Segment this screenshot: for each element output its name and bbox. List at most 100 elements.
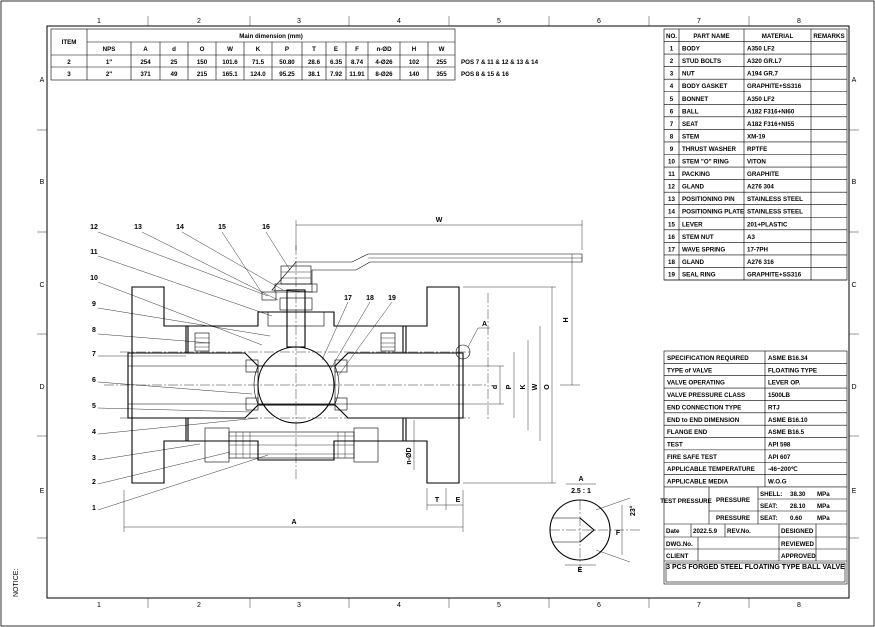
dim-e: E — [456, 497, 461, 504]
part-no: 5 — [670, 96, 674, 103]
dim-col-header: n-ØD — [376, 46, 392, 53]
unit-label: MPa — [817, 503, 830, 510]
col-label: 7 — [697, 18, 701, 25]
spec-value: FLOATING TYPE — [768, 367, 817, 374]
detail-scale: 2.5 : 1 — [571, 488, 591, 495]
main-dimension-header: Main dimension (mm) — [239, 33, 303, 40]
detail-a-view: A 2.5 : 1 23° F E — [549, 476, 640, 574]
part-no: 7 — [670, 121, 674, 128]
dim-cell: 28.6 — [308, 59, 321, 66]
spec-label: END to END DIMENSION — [667, 417, 740, 424]
date-label: Date — [666, 528, 680, 535]
dim-cell: 102 — [409, 59, 420, 66]
part-name: STEM — [682, 133, 699, 140]
shell-label: SHELL: — [760, 491, 782, 498]
dim-cell: 215 — [197, 71, 208, 78]
callout-6: 6 — [92, 377, 96, 384]
leader-lines — [97, 231, 393, 511]
callout-11: 11 — [90, 249, 98, 256]
part-name: NUT — [682, 71, 695, 78]
pressure-label: PRESSURE — [716, 497, 750, 504]
part-material: GRAPHITE+SS316 — [747, 271, 802, 278]
dim-cell: 1" — [106, 59, 112, 66]
dim-row-item: 2 — [67, 59, 71, 66]
part-material: A320 GR.L7 — [747, 58, 782, 65]
part-name: GLAND — [682, 259, 705, 266]
part-no: 19 — [668, 271, 675, 278]
zone-markers: 1 2 3 4 5 6 7 8 1 2 3 4 5 6 7 8 A B C D … — [13, 16, 859, 609]
spec-value: W.O.G — [768, 479, 787, 486]
part-no: 3 — [670, 71, 674, 78]
col-label: 7 — [697, 602, 701, 609]
detail-f: F — [616, 530, 621, 537]
dim-k: K — [520, 384, 527, 389]
col-label: 2 — [197, 602, 201, 609]
part-material: VITON — [747, 159, 766, 166]
notice-label: NOTICE: — [13, 569, 20, 597]
dim-cell: 2" — [106, 71, 112, 78]
parts-col-header: MATERIAL — [762, 33, 794, 40]
part-no: 15 — [668, 221, 675, 228]
row-label: A — [40, 77, 45, 84]
spec-value: LEVER OP. — [768, 380, 800, 387]
part-no: 2 — [670, 58, 674, 65]
dim-cell: 38.1 — [308, 71, 321, 78]
callout-4: 4 — [92, 429, 96, 436]
callout-19: 19 — [388, 295, 396, 302]
dim-d: d — [492, 385, 499, 389]
dim-row-note: POS 7 & 11 & 12 & 13 & 14 — [461, 59, 539, 66]
row-label: C — [851, 282, 856, 289]
dim-cell: 140 — [409, 71, 420, 78]
detail-ref-label: A — [482, 321, 487, 328]
callout-14: 14 — [176, 224, 184, 231]
part-no: 4 — [670, 83, 674, 90]
dim-cell: 4-Ø26 — [375, 59, 393, 66]
col-label: 4 — [397, 602, 401, 609]
gland — [267, 311, 325, 327]
spec-value: API 598 — [768, 442, 791, 449]
seat-value: 0.60 — [790, 515, 803, 522]
rev-label: REV.No. — [727, 528, 751, 535]
seat-left-bottom — [245, 397, 259, 411]
part-material: A350 LF2 — [747, 96, 775, 103]
part-material: A276 304 — [747, 184, 774, 191]
dim-cell: 8.74 — [351, 59, 364, 66]
spec-label: APPLICABLE MEDIA — [667, 479, 729, 486]
stud-bolts-top — [194, 332, 396, 352]
part-name: STEM NUT — [682, 234, 714, 241]
part-name: BODY GASKET — [682, 83, 727, 90]
part-material: 17-7PH — [747, 246, 769, 253]
spec-label: VALVE PRESSURE CLASS — [667, 392, 745, 399]
col-label: 6 — [597, 602, 601, 609]
parts-col-header: REMARKS — [813, 33, 844, 40]
part-name: LEVER — [682, 221, 703, 228]
part-no: 6 — [670, 108, 674, 115]
col-label: 5 — [497, 602, 501, 609]
spec-label: SPECIFICATION REQUIRED — [667, 355, 749, 362]
part-name: WAVE SPRING — [682, 246, 725, 253]
spec-label: END CONNECTION TYPE — [667, 404, 741, 411]
row-label: D — [39, 384, 44, 391]
part-material: GRAPHITE — [747, 171, 779, 178]
callout-16: 16 — [262, 224, 270, 231]
seat-label: SEAT: — [760, 515, 777, 522]
spec-value: ASME B16.5 — [768, 429, 805, 436]
drawing-title: 3 PCS FORGED STEEL FLOATING TYPE BALL VA… — [666, 564, 845, 571]
part-name: SEAL RING — [682, 271, 716, 278]
dim-cell: 8-Ø26 — [375, 71, 393, 78]
dim-a: A — [291, 519, 296, 526]
spec-label: APPLICABLE TEMPERATURE — [667, 466, 755, 473]
dim-cell: 25 — [171, 59, 178, 66]
part-name: BALL — [682, 108, 699, 115]
dim-row-note: POS 8 & 15 & 16 — [461, 71, 509, 78]
valve-section-view: A 12 13 14 15 — [90, 217, 640, 574]
dim-col-header: W — [439, 46, 445, 53]
part-no: 10 — [668, 159, 675, 166]
callout-18: 18 — [366, 295, 374, 302]
row-label: B — [40, 179, 45, 186]
